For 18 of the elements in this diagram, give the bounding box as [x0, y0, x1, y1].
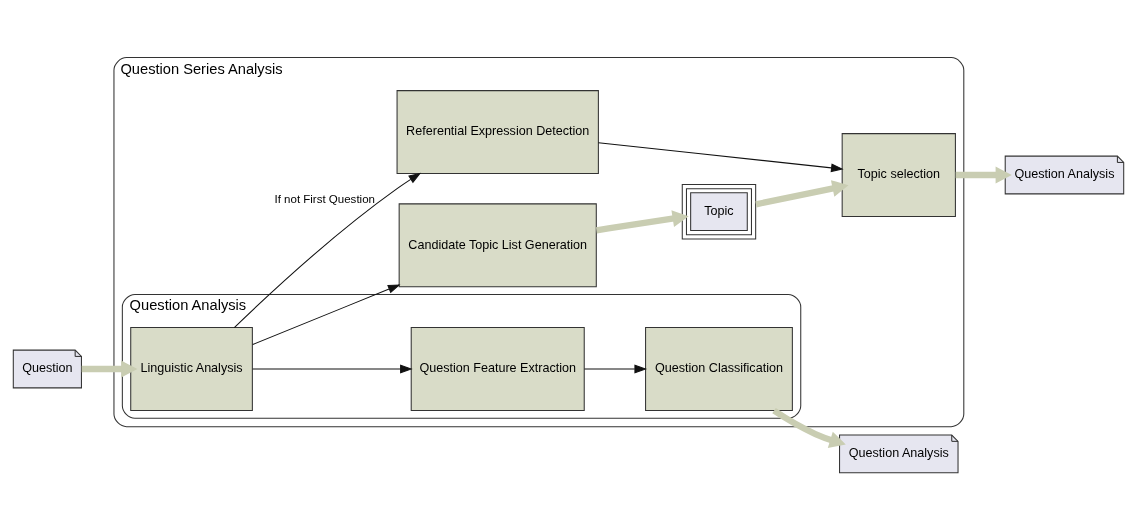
node-box: Linguistic Analysis	[130, 327, 253, 411]
node-box: Question Feature Extraction	[410, 327, 585, 411]
arrow	[81, 360, 138, 378]
edge-label: If not First Question	[274, 193, 375, 206]
arrow	[233, 172, 422, 329]
node-box: Referential Expression Detection	[396, 90, 599, 174]
node-box: Question Classification	[645, 327, 793, 411]
arrow	[583, 364, 647, 374]
arrow	[772, 408, 846, 448]
arrow	[755, 180, 849, 208]
arrow	[597, 142, 844, 173]
arrow	[955, 166, 1012, 184]
node-box: Candidate Topic List Generation	[398, 203, 597, 288]
arrow	[252, 364, 413, 374]
arrow	[252, 284, 401, 346]
node-box: Topic	[681, 183, 757, 240]
arrow	[596, 210, 689, 234]
node-box: Topic selection	[841, 133, 956, 217]
